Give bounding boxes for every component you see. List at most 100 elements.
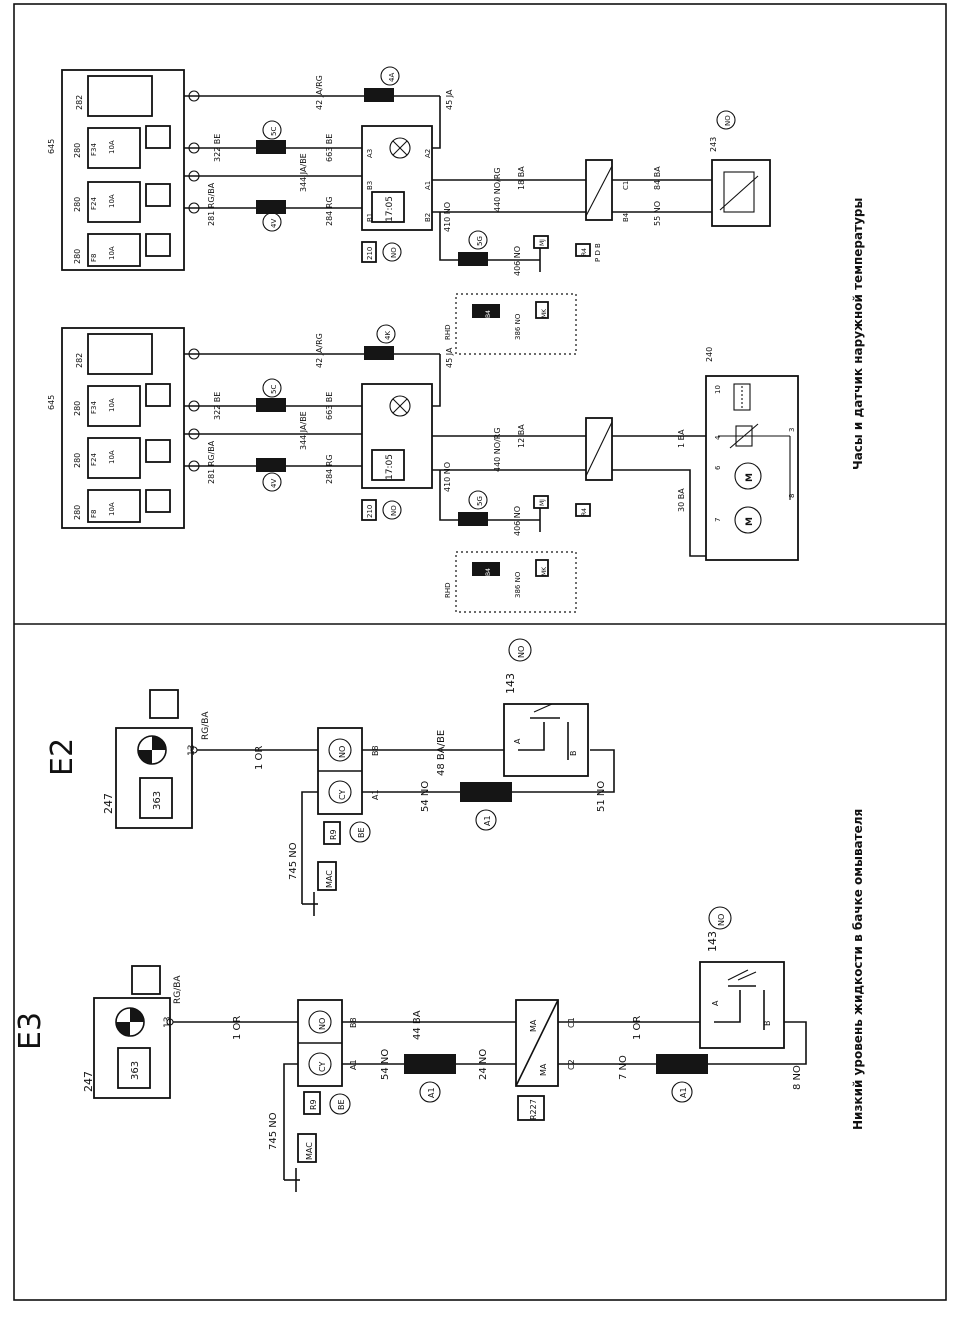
e3-r227: R227: [529, 1099, 538, 1120]
e3-be: BE: [337, 1099, 346, 1110]
schematic-e2: E2 363 247 RG/BA 13 1 OR NO CY B8 A1 R9 …: [45, 638, 615, 916]
e3-label-143: 143: [706, 931, 719, 952]
lower-w1ba: 1 BA: [677, 429, 686, 448]
upper-w84: 84 BA: [653, 166, 662, 190]
e2-mac: MAC: [325, 870, 334, 888]
lower-amp1: 10A: [108, 398, 116, 412]
e3-label-247: 247: [82, 1071, 95, 1092]
e3-no-circle: NO: [717, 914, 726, 926]
upper-f8: F8: [90, 254, 98, 262]
lower-w663: 663 BE: [325, 392, 334, 420]
schematic-clock-lower: 645 282 280 280 280 F34 F24 F8 10A 10A 1…: [47, 293, 799, 613]
lower-p8: 8: [788, 494, 796, 498]
rhd-label-1: RHD: [444, 324, 452, 340]
e2-switch-143: [503, 703, 589, 777]
lower-amp2: 10A: [108, 450, 116, 464]
e2-wire-48: 48 BA/BE: [436, 730, 447, 776]
lower-280a: 280: [73, 401, 82, 416]
e2-label-247: 247: [102, 793, 115, 814]
e2-pin-13: 13: [187, 745, 197, 756]
svg-text:M: M: [745, 473, 755, 482]
upper-pa1: A1: [424, 181, 432, 190]
upper-no: NO: [390, 247, 398, 258]
e2-label-363: 363: [152, 791, 163, 810]
lower-w344: 344 JA/BE: [299, 411, 308, 450]
upper-w55: 55 NO: [653, 201, 662, 226]
upper-w322: 322 BE: [213, 134, 222, 162]
e2-wire-1or: 1 OR: [254, 746, 265, 770]
upper-210: 210: [366, 247, 374, 260]
lower-280c: 280: [73, 505, 82, 520]
e2-r9: R9: [329, 829, 338, 840]
lower-clock-display: 17:05: [385, 454, 395, 480]
e2-be: BE: [357, 827, 366, 838]
upper-f34: F34: [90, 143, 98, 156]
e2-wire-745: 745 NO: [288, 842, 299, 880]
lower-645: 645: [47, 395, 56, 410]
lower-4k: 4K: [384, 331, 392, 340]
lower-4v: 4V: [270, 479, 278, 488]
lower-210: 210: [366, 505, 374, 518]
schematic-clock-upper: 645 282 280 280 280 F34 F24 F8 10A 10A 1…: [47, 66, 771, 276]
e3-wire-8: 8 NO: [792, 1065, 803, 1090]
rhd-mk-1: MK: [541, 308, 548, 318]
upper-4v: 4V: [270, 219, 278, 228]
upper-w406: 406 NO: [513, 246, 522, 276]
e3-splice-a1: [404, 1054, 456, 1074]
e3-ma-2: MA: [539, 1063, 548, 1076]
e3-mac: MAC: [305, 1142, 314, 1160]
e3-wire-rgba: RG/BA: [173, 975, 183, 1004]
e3-a1-circle-b: A1: [679, 1087, 688, 1098]
upper-282: 282: [75, 95, 84, 110]
upper-w410: 410 NO: [443, 202, 452, 232]
upper-pdb: P D B: [594, 243, 602, 262]
lower-f8: F8: [90, 510, 98, 518]
upper-rhd-box: [455, 293, 577, 355]
lower-no: NO: [390, 505, 398, 516]
rhd-w386-1: 386 NO: [514, 313, 522, 340]
upper-r4: R4: [581, 248, 588, 256]
e2-wire-rgba: RG/BA: [201, 711, 211, 740]
upper-5c: 5C: [270, 127, 278, 136]
rhd-b4-1: B4: [485, 310, 492, 318]
upper-mj: MJ: [539, 239, 546, 246]
rhd-label-2: RHD: [444, 582, 452, 598]
e3-a1-circle: A1: [427, 1087, 436, 1098]
upper-pa3: A3: [366, 149, 374, 158]
e3-wire-1or-b: 1 OR: [632, 1016, 643, 1040]
lower-p7: 7: [714, 518, 722, 522]
lower-w30: 30 BA: [677, 488, 686, 512]
lower-w42: 42 JA/RG: [315, 333, 324, 368]
heading-e3: E3: [13, 1012, 48, 1050]
lower-5g: 5G: [476, 496, 484, 506]
lower-280b: 280: [73, 453, 82, 468]
upper-243: 243: [709, 137, 718, 152]
rhd-b4-2: B4: [485, 568, 492, 576]
e2-splice-a1: [460, 782, 512, 802]
lower-w440: 440 NO/RG: [493, 427, 502, 472]
e2-conn-no: NO: [338, 746, 347, 758]
e3-wire-54: 54 NO: [380, 1049, 391, 1080]
e3-switch-143: [699, 961, 785, 1049]
lower-5c: 5C: [270, 385, 278, 394]
lower-p6: 6: [714, 465, 722, 470]
upper-pb4: B4: [622, 212, 630, 222]
lower-w284: 284 RG: [325, 454, 334, 484]
lower-w406: 406 NO: [513, 506, 522, 536]
upper-amp3: 10A: [108, 246, 116, 260]
upper-w663: 663 BE: [325, 134, 334, 162]
caption-clock-sensor: Часы и датчик наружной температуры: [851, 198, 865, 470]
e3-switch-b: B: [763, 1021, 772, 1027]
upper-280c: 280: [73, 249, 82, 264]
upper-pc1: C1: [622, 181, 630, 190]
caption-washer-level: Низкий уровень жидкости в бачке омывател…: [851, 809, 865, 1130]
e3-wire-44: 44 BA: [412, 1010, 423, 1040]
upper-w440: 440 NO/RG: [493, 167, 502, 212]
e2-no-circle: NO: [517, 646, 526, 658]
e3-wire-7: 7 NO: [618, 1055, 629, 1080]
lower-p4: 4: [714, 435, 722, 440]
upper-280b: 280: [73, 197, 82, 212]
lower-p10: 10: [714, 385, 722, 394]
upper-pa2: A2: [424, 149, 432, 158]
